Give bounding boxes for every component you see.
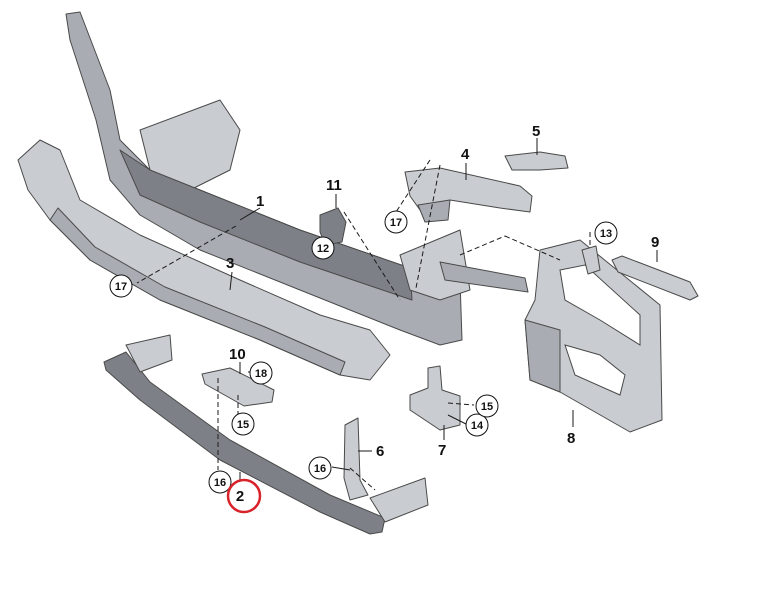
label-4: 4 bbox=[461, 146, 470, 163]
callout-15-part10: 15 bbox=[237, 419, 249, 431]
label-6: 6 bbox=[376, 443, 384, 460]
part-11-clip[interactable] bbox=[319, 207, 347, 246]
part-5-bracket[interactable] bbox=[504, 151, 569, 171]
callouts: 12 13 14 15 15 16 16 17 17 18 bbox=[109, 210, 618, 494]
part-6-bracket[interactable] bbox=[343, 417, 369, 501]
highlight-ring-part-2 bbox=[226, 478, 262, 514]
label-7: 7 bbox=[438, 442, 446, 459]
part-7-mount[interactable] bbox=[409, 365, 461, 431]
callout-14: 14 bbox=[471, 420, 484, 432]
part-3-support[interactable] bbox=[17, 139, 391, 381]
part-13-clip[interactable] bbox=[581, 245, 601, 275]
callout-17-left: 17 bbox=[115, 281, 127, 293]
leader-lines bbox=[136, 138, 658, 491]
callout-16-left: 16 bbox=[214, 477, 226, 489]
label-9: 9 bbox=[651, 234, 659, 251]
label-11: 11 bbox=[326, 177, 342, 194]
callout-13: 13 bbox=[600, 228, 612, 240]
part-10-plate[interactable] bbox=[201, 367, 275, 407]
callout-16-right: 16 bbox=[314, 463, 326, 475]
label-5: 5 bbox=[532, 123, 540, 140]
part-4-bracket[interactable] bbox=[404, 167, 533, 223]
label-8: 8 bbox=[567, 430, 575, 447]
part-8-frame[interactable] bbox=[524, 239, 663, 433]
callout-15-part7: 15 bbox=[481, 401, 493, 413]
callout-12: 12 bbox=[317, 243, 329, 255]
label-1: 1 bbox=[256, 193, 264, 210]
label-2: 2 bbox=[236, 488, 244, 505]
callout-17-top: 17 bbox=[390, 217, 402, 229]
label-10: 10 bbox=[229, 346, 246, 363]
part-9-strip[interactable] bbox=[611, 255, 699, 301]
callout-18: 18 bbox=[255, 368, 267, 380]
part-labels: 1 2 3 4 5 6 7 8 9 10 11 bbox=[226, 123, 659, 505]
label-3: 3 bbox=[226, 255, 234, 272]
part-2-lower-bar[interactable] bbox=[103, 334, 429, 535]
part-1-carrier[interactable] bbox=[65, 11, 529, 346]
